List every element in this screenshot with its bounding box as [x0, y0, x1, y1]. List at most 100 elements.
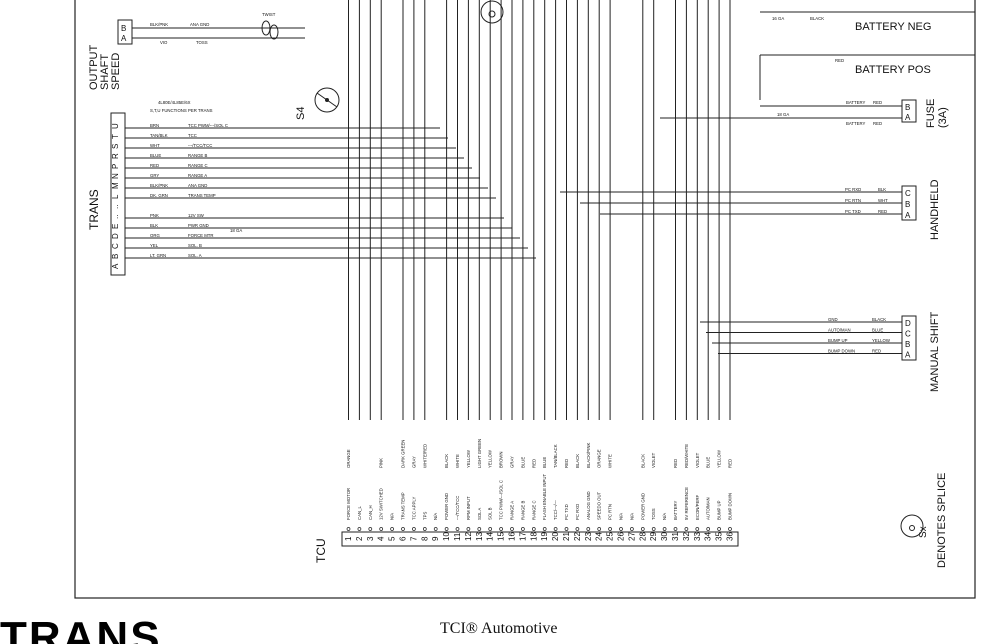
tcu-pin-function: TCC/---/--- [553, 500, 558, 520]
tcu-pin-function: TPS [422, 512, 427, 520]
tcu-pin-num: 31 [671, 532, 680, 541]
tcu-pin-num: 19 [540, 532, 549, 541]
tcu-pin-function: AUTO/MAN [706, 497, 711, 520]
tcu-pin-function: PC TXD [564, 504, 569, 520]
manual-shift-pin-letter: C [905, 330, 911, 339]
tcu-pin-function: ---/TCC/TCC [455, 496, 460, 520]
oss-row1-b: BLK/PNK [150, 22, 168, 27]
tcu-pin-function: POWER GND [640, 493, 645, 520]
tcu-pin-function: ECON/PERF [695, 495, 700, 520]
tcu-pin-function: SPEEDO OUT [597, 491, 602, 520]
tcu-pin-num: 3 [366, 536, 375, 541]
tcu-pin-dot [368, 527, 373, 531]
tcu-label: TCU [314, 538, 328, 563]
tcu-pin-num: 15 [497, 532, 506, 541]
oss-label-1: OUTPUT [88, 45, 100, 91]
trans-wire-color: BLUE [150, 153, 161, 158]
trans-pin-letter: .. [111, 205, 120, 209]
trans-pin-letter: U [111, 123, 120, 129]
tcu-pin-num: 24 [595, 532, 604, 541]
trans-pin-letter: T [111, 134, 120, 139]
tcu-pin-color: ORANGE [346, 449, 351, 468]
tcu-pin-num: 2 [355, 536, 364, 541]
tcu-pin-function: TCC APPLY [411, 497, 416, 520]
tcu-pin-color: VIOLET [651, 452, 656, 468]
tcu-pin-function: BUMP UP [717, 500, 722, 520]
tcu-pin-dot [521, 527, 525, 531]
tcu-pin-num: 36 [726, 532, 735, 541]
battery-neg-gauge: 16 GA [772, 16, 784, 21]
splice-s4: S4 [295, 87, 340, 120]
manual-shift-pin-letter: B [905, 340, 910, 349]
tcu-pin-dot [346, 527, 351, 531]
manual-shift-wire-color: BLUE [872, 328, 883, 333]
trans-wire-function: TCC PWM/---/SOL C [188, 123, 228, 128]
tcu-pin-function: N/A [662, 513, 667, 520]
fuse-pin-a: A [905, 113, 911, 122]
tcu-pin-dot [728, 527, 732, 531]
tcu-pin-dot [619, 527, 623, 531]
tcu-pin-dot [488, 527, 493, 531]
tcu-pin-dot [630, 527, 634, 531]
tcu-pin-dot [575, 527, 580, 531]
trans-pin-letter: N [111, 173, 120, 179]
tcu-pin-dot [706, 527, 711, 531]
trans-pin-letter: P [111, 164, 120, 169]
tcu-pin-num: 26 [617, 532, 626, 541]
trans-group: TRANS 4L80E/4L85E/6X S,T,U FUNCTIONS PER… [87, 100, 242, 276]
tcu-pin-function: TRANS TEMP [401, 492, 406, 520]
tcu-pin-num: 6 [399, 536, 408, 541]
tcu-pin-color: DARK GREEN [401, 440, 406, 468]
tcu-pin-color: BLACK [640, 454, 645, 468]
tcu-pin-num: 33 [693, 532, 702, 541]
trans-note-1: 4L80E/4L85E/6X [158, 100, 191, 105]
manual-shift-label: MANUAL SHIFT [929, 311, 941, 392]
trans-wire-function: ---/TCC/TCC [188, 143, 212, 148]
tcu-pin-dot [586, 527, 591, 531]
tcu-pin-dot [422, 527, 427, 531]
tcu-pin-dot [608, 527, 612, 531]
tcu-pin-color: BLACK/PINK [586, 443, 591, 468]
tcu-pin-function: TOSS [651, 508, 656, 520]
trans-note-2: S,T,U FUNCTIONS PER TRANS [150, 108, 213, 113]
trans-pin-letter: .. [111, 215, 120, 219]
tcu-pin-num: 25 [606, 532, 615, 541]
tcu-pin-color: BLUE [520, 457, 525, 468]
tcu-pin-dot [684, 527, 689, 531]
tcu-pin-color: YELLOW [717, 449, 722, 468]
tcu-pin-function: N/A [390, 513, 395, 520]
tcu-pin-num: 11 [453, 532, 462, 541]
trans-wire-function: FORCE MTR [188, 233, 214, 238]
tcu-pin-dot [542, 527, 547, 531]
tcu-pin-color: YELLOW [466, 449, 471, 468]
tcu-pin-function: N/A [629, 513, 634, 520]
manual-shift-wire-function: BUMP DOWN [828, 349, 855, 354]
tcu-pin-dot [466, 527, 471, 531]
trans-connector [110, 112, 126, 276]
tcu-pin-color: BLUE [706, 457, 711, 468]
tcu-pin-num: 34 [704, 532, 713, 541]
tcu-pin-color: GRAY [510, 456, 515, 468]
tcu-pin-color: RED [728, 459, 733, 468]
tcu-group: TCU [314, 531, 739, 563]
tcu-pin-dot [640, 527, 645, 531]
tcu-pin-num: 18 [529, 532, 538, 541]
output-shaft-speed-group: OUTPUT SHAFT SPEED B A BLK/PNK ANA GND V… [88, 12, 305, 90]
tcu-pin-dot [401, 527, 405, 531]
trans-wire-function: SOL. B [188, 243, 202, 248]
trans-pin-letter: L [111, 194, 120, 199]
s4-label: S4 [295, 107, 307, 120]
tcu-pin-color: RED [531, 459, 536, 468]
trans-wire-function: 12V SW [188, 213, 205, 218]
tcu-pin-color: BROWN [499, 452, 504, 468]
tcu-pin-num: 30 [660, 532, 669, 541]
tcu-pin-dot [412, 527, 416, 531]
trans-pin-letter: E [111, 224, 120, 229]
tcu-pin-function: SOL A [477, 508, 482, 520]
handheld-wire-function: PC RTN [845, 198, 861, 203]
tcu-pin-num: 5 [388, 536, 397, 541]
tcu-pin-color: WHITE [608, 454, 613, 468]
tcu-pin-function: PC RTN [608, 504, 613, 520]
footer-company: TCI® Automotive [440, 620, 558, 637]
trans-wire-color: GRY [150, 173, 159, 178]
